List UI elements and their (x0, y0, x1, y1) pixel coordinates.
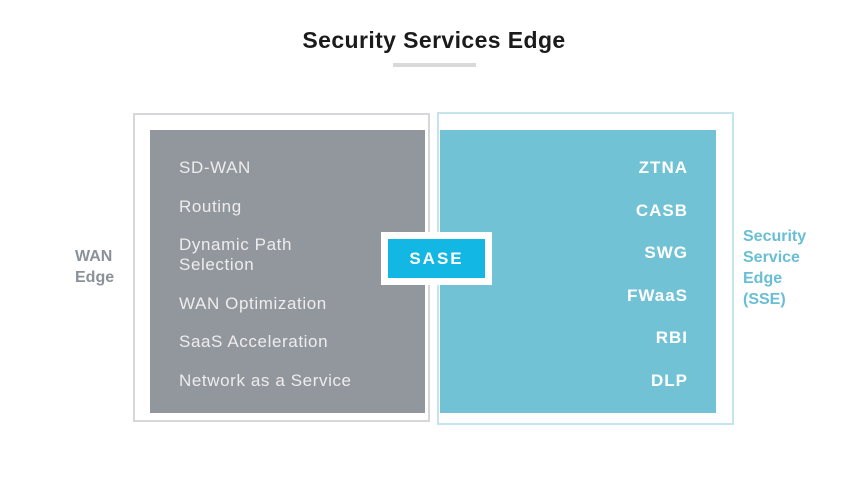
wan-edge-box: SD-WAN Routing Dynamic Path Selection WA… (150, 130, 425, 413)
wan-item-sd-wan: SD-WAN (179, 158, 251, 177)
sse-item-casb: CASB (635, 200, 688, 220)
sase-badge: SASE (381, 232, 492, 285)
wan-item-routing: Routing (179, 196, 242, 216)
wan-item-network-as-a-service: Network as a Service (179, 370, 352, 390)
sse-label: Security Service Edge (SSE) (743, 228, 807, 308)
wan-edge-label: WAN Edge (75, 248, 115, 286)
sse-item-swg: SWG (644, 243, 688, 263)
page-title: Security Services Edge (302, 27, 566, 53)
wan-item-dynamic-path-selection: Dynamic Path Selection (179, 235, 293, 275)
sse-item-dlp: DLP (651, 370, 688, 390)
sse-item-ztna: ZTNA (638, 158, 688, 177)
sse-item-rbi: RBI (655, 328, 688, 348)
title-underline (393, 63, 476, 67)
sase-badge-label: SASE (409, 248, 464, 268)
sse-item-fwaas: FWaaS (626, 285, 688, 305)
wan-item-wan-optimization: WAN Optimization (179, 293, 327, 313)
wan-item-saas-acceleration: SaaS Acceleration (179, 332, 329, 352)
